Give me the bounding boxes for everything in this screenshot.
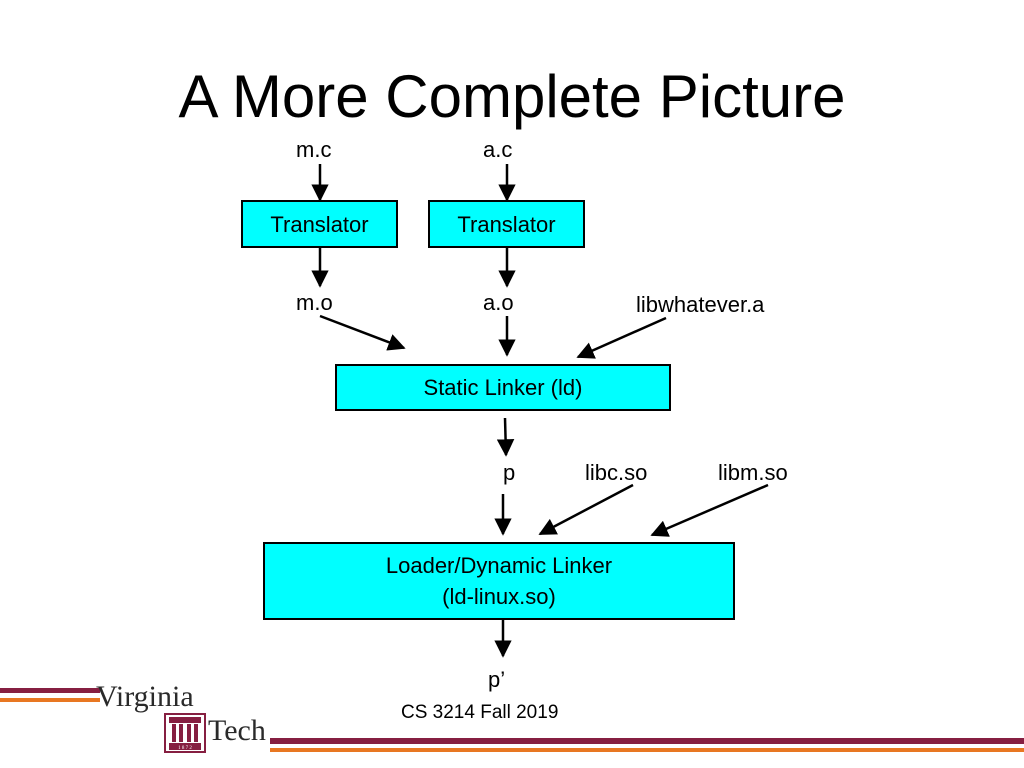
arrow-mo-to-linker: [319, 314, 406, 351]
footer-stripe-left-maroon: [0, 688, 100, 693]
input-file-a-c: a.c: [483, 137, 513, 162]
footer-stripe-right-maroon: [270, 738, 1024, 744]
translator-label: Translator: [457, 211, 556, 237]
static-linker-label: Static Linker (ld): [423, 375, 583, 400]
footer-course: CS 3214 Fall 2019: [401, 702, 559, 723]
static-linker-box: Static Linker (ld): [335, 364, 671, 411]
translator-label: Translator: [270, 211, 369, 237]
translator-box-2: Translator: [428, 200, 585, 248]
logo-word-tech: Tech: [208, 714, 266, 747]
object-file-m-o: m.o: [296, 290, 333, 315]
logo-year: 1 8 7 2: [178, 746, 192, 751]
loader-label-line1: Loader/Dynamic Linker: [385, 553, 613, 578]
output-p-prime: p’: [488, 667, 506, 692]
footer-stripe-left-orange: [0, 698, 100, 702]
object-file-a-o: a.o: [483, 290, 514, 315]
shared-lib-libc: libc.so: [585, 460, 648, 485]
loader-box: Loader/Dynamic Linker (ld-linux.so): [263, 542, 735, 620]
arrow-libm-to-loader: [650, 483, 769, 537]
logo-word-virginia: Virginia: [96, 680, 194, 713]
shared-lib-libm: libm.so: [718, 460, 788, 485]
program-p: p: [503, 460, 516, 485]
translator-box-1: Translator: [241, 200, 398, 248]
virginia-tech-logo: Virginia 1 8 7 2 Tech: [96, 680, 272, 756]
logo-seal-icon: 1 8 7 2: [164, 713, 206, 753]
arrow-libc-to-loader: [538, 483, 634, 536]
footer-stripe-right-orange: [270, 748, 1024, 752]
input-file-m-c: m.c: [296, 137, 332, 162]
static-library: libwhatever.a: [636, 292, 765, 317]
arrow-linker-to-p: [496, 417, 515, 457]
loader-label-line2: (ld-linux.so): [442, 584, 556, 609]
arrow-lib-to-linker: [576, 316, 667, 359]
slide-title: A More Complete Picture: [178, 63, 846, 130]
